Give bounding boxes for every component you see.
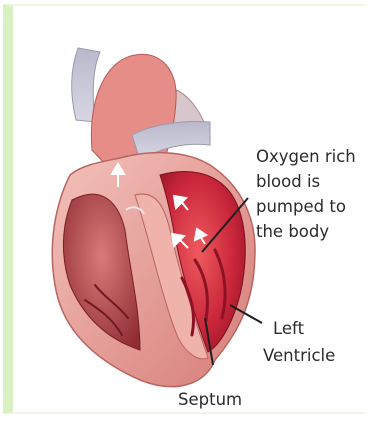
label-oxygen-line4: the body xyxy=(256,222,329,241)
label-septum: Septum xyxy=(178,390,242,409)
label-left-ventricle-line2: Ventricle xyxy=(263,346,335,365)
label-oxygen-line3: pumped to xyxy=(256,197,346,216)
label-left-ventricle-line1: Left xyxy=(273,319,305,338)
label-oxygen-line1: Oxygen rich xyxy=(256,147,356,166)
label-oxygen-line2: blood is xyxy=(256,172,320,191)
